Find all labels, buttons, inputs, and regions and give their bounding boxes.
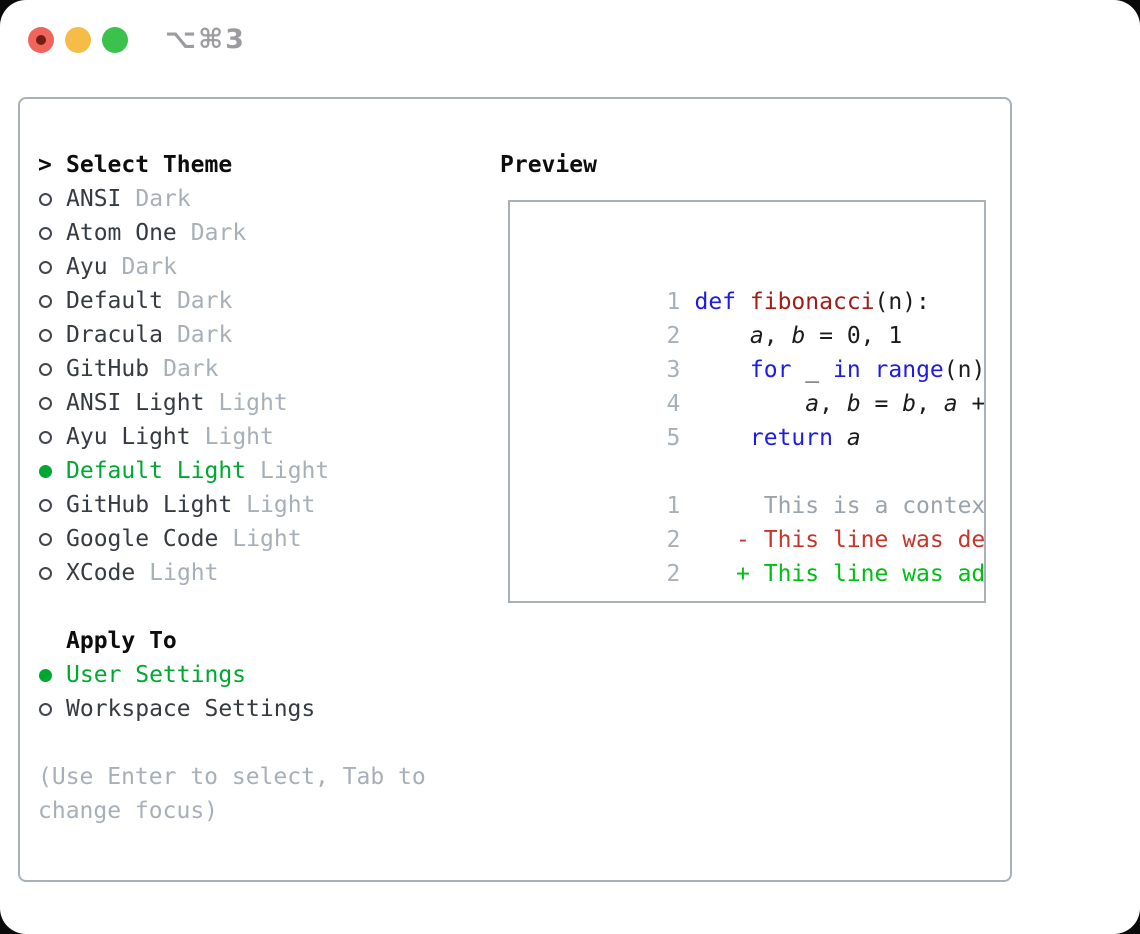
zoom-button[interactable] (102, 27, 128, 53)
radio-circle-icon (39, 362, 52, 376)
diff-context-line: 1 This is a context line. (666, 493, 986, 519)
prompt-icon: > (38, 152, 52, 178)
radio-circle-icon (39, 702, 52, 716)
preview-title: Preview (500, 152, 597, 178)
theme-list: > Select Theme ANSI Dark Atom One Dark A… (38, 148, 426, 828)
theme-option-ayu-dark[interactable]: Ayu Dark (38, 250, 426, 284)
diff-deleted-line: 2 - This line was deleted. (666, 527, 986, 553)
radio-circle-icon (39, 226, 52, 240)
theme-option-xcode[interactable]: XCode Light (38, 556, 426, 590)
radio-circle-icon (39, 192, 52, 206)
theme-picker-dialog: > Select Theme ANSI Dark Atom One Dark A… (18, 97, 1012, 882)
radio-circle-selected-icon (39, 464, 52, 478)
code-line: 5 return a (666, 425, 861, 451)
radio-circle-icon (39, 566, 52, 580)
theme-list-header: > Select Theme (38, 148, 426, 182)
radio-circle-icon (39, 396, 52, 410)
code-line: 3 for _ in range(n): (666, 357, 986, 383)
theme-list-title: Select Theme (66, 152, 233, 178)
theme-option-ansi-dark[interactable]: ANSI Dark (38, 182, 426, 216)
theme-option-default-light[interactable]: Default Light Light (38, 454, 426, 488)
theme-option-ayu-light[interactable]: Ayu Light Light (38, 420, 426, 454)
theme-option-atom-one-dark[interactable]: Atom One Dark (38, 216, 426, 250)
theme-option-github-dark[interactable]: GitHub Dark (38, 352, 426, 386)
spacer (38, 726, 426, 760)
spacer (38, 590, 426, 624)
theme-option-google-code[interactable]: Google Code Light (38, 522, 426, 556)
radio-circle-icon (39, 328, 52, 342)
titlebar: ⌥⌘3 (0, 0, 1140, 78)
radio-circle-icon (39, 430, 52, 444)
apply-option-user-settings[interactable]: User Settings (38, 658, 426, 692)
minimize-button[interactable] (65, 27, 91, 53)
theme-option-github-light[interactable]: GitHub Light Light (38, 488, 426, 522)
apply-to-title: Apply To (66, 628, 177, 654)
radio-circle-icon (39, 532, 52, 546)
keyboard-shortcut-label: ⌥⌘3 (165, 24, 246, 55)
code-line: 2 a, b = 0, 1 (666, 323, 903, 349)
theme-option-ansi-light[interactable]: ANSI Light Light (38, 386, 426, 420)
keyboard-hint-text: (Use Enter to select, Tab to change focu… (38, 764, 426, 824)
radio-circle-icon (39, 294, 52, 308)
apply-to-header: Apply To (38, 624, 426, 658)
radio-circle-selected-icon (39, 668, 52, 682)
theme-option-dracula-dark[interactable]: Dracula Dark (38, 318, 426, 352)
theme-option-default-dark[interactable]: Default Dark (38, 284, 426, 318)
apply-option-workspace-settings[interactable]: Workspace Settings (38, 692, 426, 726)
close-button[interactable] (28, 27, 54, 53)
code-line: 4 a, b = b, a + b (666, 391, 986, 417)
radio-circle-icon (39, 498, 52, 512)
radio-circle-icon (39, 260, 52, 274)
diff-added-line: 2 + This line was added. (666, 561, 986, 587)
